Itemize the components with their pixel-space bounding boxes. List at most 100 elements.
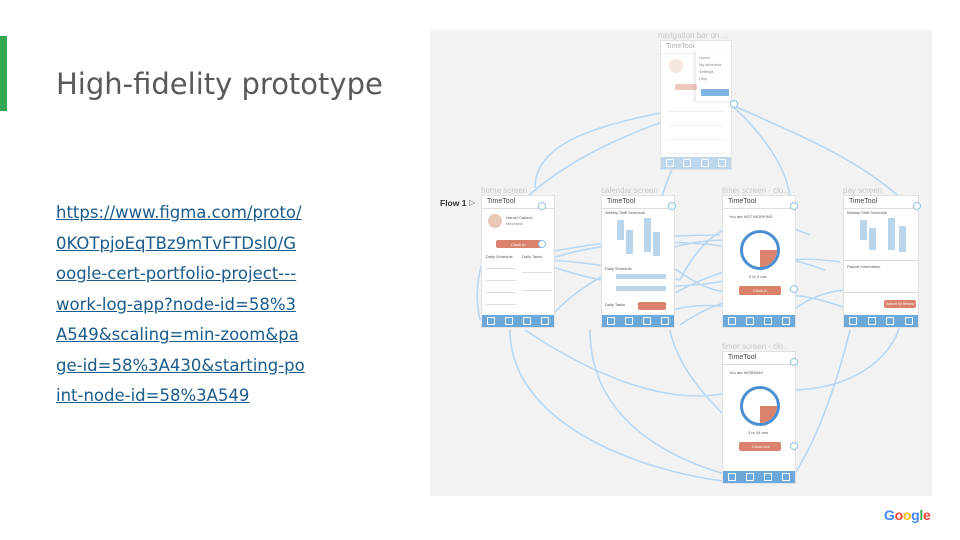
calendar-icon[interactable] (625, 317, 633, 325)
shift-block (869, 228, 876, 250)
google-logo-letter: G (884, 507, 895, 523)
timer-icon[interactable] (764, 317, 772, 325)
timer-screen-clock-in-frame[interactable]: TimeTool You are NOT WORKING 0 hr 0 min … (722, 195, 796, 328)
timer-icon[interactable] (700, 159, 709, 167)
shift-block[interactable] (626, 230, 633, 254)
connection-node[interactable] (790, 358, 798, 366)
menu-item-settings[interactable]: Settings (699, 69, 714, 74)
timer-icon[interactable] (643, 317, 651, 325)
pay-screen-frame[interactable]: TimeTool Weekly Shift Schedule Payroll I… (843, 195, 919, 328)
weekly-schedule-heading: Weekly Shift Schedule (847, 210, 887, 215)
calendar-icon[interactable] (746, 317, 754, 325)
figma-prototype-link[interactable]: https://www.figma.com/proto/0KOTpjoEqTBz… (56, 203, 305, 405)
timer-icon[interactable] (523, 317, 531, 325)
menu-item-home[interactable]: Home (699, 55, 710, 60)
navigation-frame[interactable]: TimeTool Home My schedule Settings Help (660, 40, 732, 170)
bottom-nav-bar[interactable] (844, 315, 918, 327)
calendar-icon[interactable] (746, 473, 754, 481)
google-logo-letter: o (894, 507, 904, 523)
user-name: Harold Carlson (506, 215, 533, 220)
app-name: TimeTool (482, 196, 554, 209)
logout-button[interactable] (701, 89, 729, 96)
divider (667, 111, 725, 112)
divider (486, 304, 516, 305)
flow-label[interactable]: Flow 1 (440, 198, 467, 208)
home-icon[interactable] (607, 317, 615, 325)
shift-block (860, 220, 867, 240)
clock-in-button[interactable] (496, 240, 542, 248)
figma-prototype-canvas[interactable]: navigation bar on ... TimeTool Home My s… (430, 30, 932, 496)
divider (522, 272, 552, 273)
clock-in-button[interactable] (638, 302, 666, 310)
submit-for-review-button[interactable] (884, 300, 916, 308)
calendar-icon[interactable] (505, 317, 513, 325)
calendar-icon[interactable] (867, 317, 876, 325)
home-icon[interactable] (487, 317, 495, 325)
bottom-nav-bar[interactable] (723, 471, 795, 483)
bottom-nav-bar[interactable] (661, 157, 731, 169)
divider (486, 280, 516, 281)
google-logo-letter: g (911, 507, 920, 523)
connection-node[interactable] (668, 202, 676, 210)
pay-icon[interactable] (661, 317, 669, 325)
connection-node[interactable] (790, 202, 798, 210)
connection-node[interactable] (790, 285, 798, 293)
divider (667, 153, 725, 154)
clock-out-label: Clock Out (752, 444, 770, 449)
home-icon[interactable] (728, 473, 736, 481)
clock-in-button[interactable] (675, 84, 697, 90)
connection-node[interactable] (538, 240, 546, 248)
daily-tasks-heading: Daily Tasks (522, 254, 543, 259)
pay-icon[interactable] (782, 473, 790, 481)
calendar-screen-frame[interactable]: TimeTool Weekly Shift Schedule Daily Sch… (601, 195, 675, 328)
clock-in-button[interactable] (739, 286, 781, 295)
elapsed-wedge (760, 250, 777, 267)
bottom-nav-bar[interactable] (482, 315, 554, 327)
home-icon[interactable] (849, 317, 858, 325)
google-logo-letter: o (902, 507, 912, 523)
clock-out-button[interactable] (739, 442, 781, 451)
divider (844, 292, 918, 293)
shift-block[interactable] (617, 220, 624, 240)
bottom-nav-bar[interactable] (602, 315, 674, 327)
pay-icon[interactable] (782, 317, 790, 325)
menu-item-help[interactable]: Help (699, 76, 708, 81)
pay-icon[interactable] (541, 317, 549, 325)
frame-label-navigation: navigation bar on ... (658, 31, 729, 40)
pay-icon[interactable] (904, 317, 913, 325)
home-icon[interactable] (665, 159, 674, 167)
calendar-icon[interactable] (683, 159, 692, 167)
pay-icon[interactable] (718, 159, 727, 167)
work-status: You are NOT WORKING (729, 214, 773, 219)
connection-node[interactable] (913, 202, 921, 210)
schedule-bar (616, 274, 666, 279)
menu-item-schedule[interactable]: My schedule (699, 62, 722, 67)
timer-icon[interactable] (886, 317, 895, 325)
slide-title: High-fidelity prototype (56, 67, 383, 101)
app-name: TimeTool (723, 352, 795, 365)
divider (486, 268, 516, 269)
schedule-bar (616, 286, 666, 291)
app-name: TimeTool (844, 196, 918, 209)
connection-node[interactable] (538, 202, 546, 210)
daily-schedule-heading: Daily Schedule (486, 254, 513, 259)
divider (522, 290, 552, 291)
bottom-nav-bar[interactable] (723, 315, 795, 327)
home-icon[interactable] (728, 317, 736, 325)
timer-icon[interactable] (764, 473, 772, 481)
connection-node[interactable] (790, 442, 798, 450)
app-name: TimeTool (602, 196, 674, 209)
play-icon[interactable]: ▷ (469, 198, 476, 207)
avatar (488, 214, 502, 228)
google-logo-letter: e (922, 507, 931, 523)
shift-block[interactable] (653, 232, 660, 256)
shift-block[interactable] (644, 218, 651, 252)
clock-in-label: Clock In (753, 288, 768, 293)
home-screen-frame[interactable]: TimeTool Harold Carlson Mechanic Clock I… (481, 195, 555, 328)
stopwatch-icon (740, 230, 780, 270)
connection-node[interactable] (730, 100, 738, 108)
work-status: You are WORKING (729, 370, 764, 375)
google-logo-letter: l (919, 507, 923, 523)
user-role: Mechanic (506, 221, 524, 226)
timer-screen-clock-out-frame[interactable]: TimeTool You are WORKING 3 hr 34 min Clo… (722, 351, 796, 484)
